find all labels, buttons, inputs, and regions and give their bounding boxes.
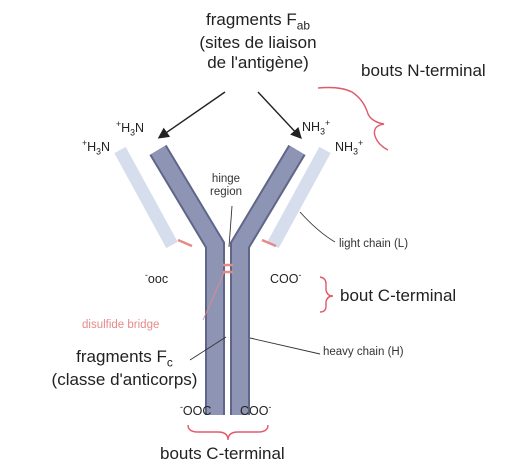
leader-light-chain: [300, 212, 335, 242]
bracket-c-terminal-side: [320, 277, 333, 312]
fc-label-line1: fragments F: [76, 347, 167, 366]
ooc-bottom: -OOC: [180, 402, 211, 419]
c-terminal-side-label: bout C-terminal: [340, 286, 456, 306]
arrow-fab-left: [160, 92, 225, 137]
c-terminal-bottom-label: bouts C-terminal: [160, 444, 285, 464]
leader-heavy-chain: [250, 338, 320, 354]
fc-label: fragments Fc (classe d'anticorps): [32, 347, 217, 390]
h3n-lower: +H3N: [82, 138, 110, 157]
fc-label-subscript: c: [167, 355, 173, 369]
coo-bottom: COO-: [240, 402, 271, 419]
disulfide-bridge-left: [178, 240, 192, 246]
coo-right-arm: COO-: [270, 270, 301, 287]
h3n-upper: +H3N: [116, 119, 144, 138]
n-terminal-label: bouts N-terminal: [361, 61, 486, 81]
ooc-left-arm: -ooc: [145, 270, 168, 287]
fc-label-line2: (classe d'anticorps): [32, 370, 217, 390]
bracket-c-terminal-bottom: [188, 425, 268, 440]
light-chain-label: light chain (L): [339, 238, 408, 251]
arrow-fab-right: [258, 92, 300, 137]
hinge-line1: hinge: [196, 173, 256, 186]
nh3-upper: NH3+: [302, 118, 330, 137]
hinge-line2: region: [196, 186, 256, 199]
hinge-region-label: hinge region: [196, 173, 256, 199]
fab-label-subscript: ab: [297, 18, 310, 32]
nh3-lower: NH3+: [335, 138, 363, 157]
fab-label-line3: de l'antigène): [173, 53, 343, 73]
disulfide-bridge-label: disulfide bridge: [82, 319, 159, 332]
fab-label: fragments Fab (sites de liaison de l'ant…: [173, 10, 343, 72]
heavy-chain-label: heavy chain (H): [323, 346, 404, 359]
fab-label-line2: (sites de liaison: [173, 33, 343, 53]
fab-label-line1: fragments F: [206, 10, 297, 29]
